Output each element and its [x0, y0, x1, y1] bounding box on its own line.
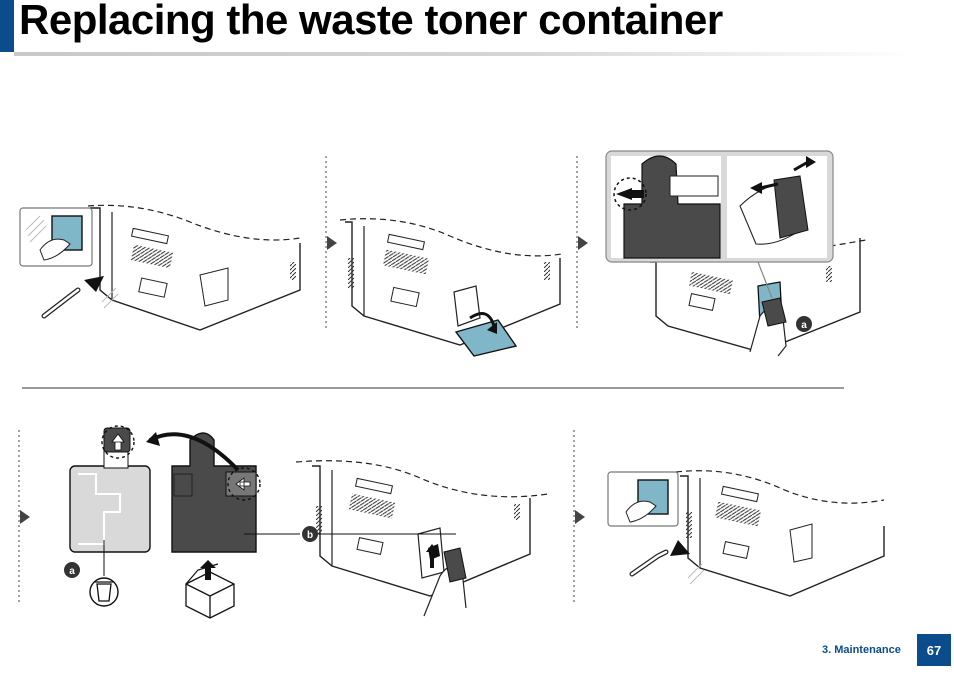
callout-a-label: a	[801, 320, 807, 331]
step-arrow-icon	[575, 510, 585, 524]
step-arrow-icon	[578, 236, 588, 250]
step-1-unplug-printer	[20, 205, 300, 330]
step-5-insert-new-container	[296, 461, 548, 616]
new-waste-container	[70, 466, 150, 552]
step-arrow-icon	[327, 236, 337, 250]
pull-arrow-icon	[84, 276, 104, 292]
step-2-open-rear-cover	[340, 219, 562, 356]
step-3-unlock-container	[606, 151, 866, 356]
push-arrow-icon	[670, 540, 690, 556]
footer-section-name: 3. Maintenance	[822, 644, 901, 656]
callout-a-label: a	[69, 566, 75, 577]
callout-b-label: b	[307, 530, 313, 541]
page-number-badge: 67	[917, 634, 951, 666]
step-4-remove-container	[64, 426, 300, 618]
step-arrow-icon	[20, 510, 30, 524]
step-6-plug-in-printer	[608, 471, 884, 596]
